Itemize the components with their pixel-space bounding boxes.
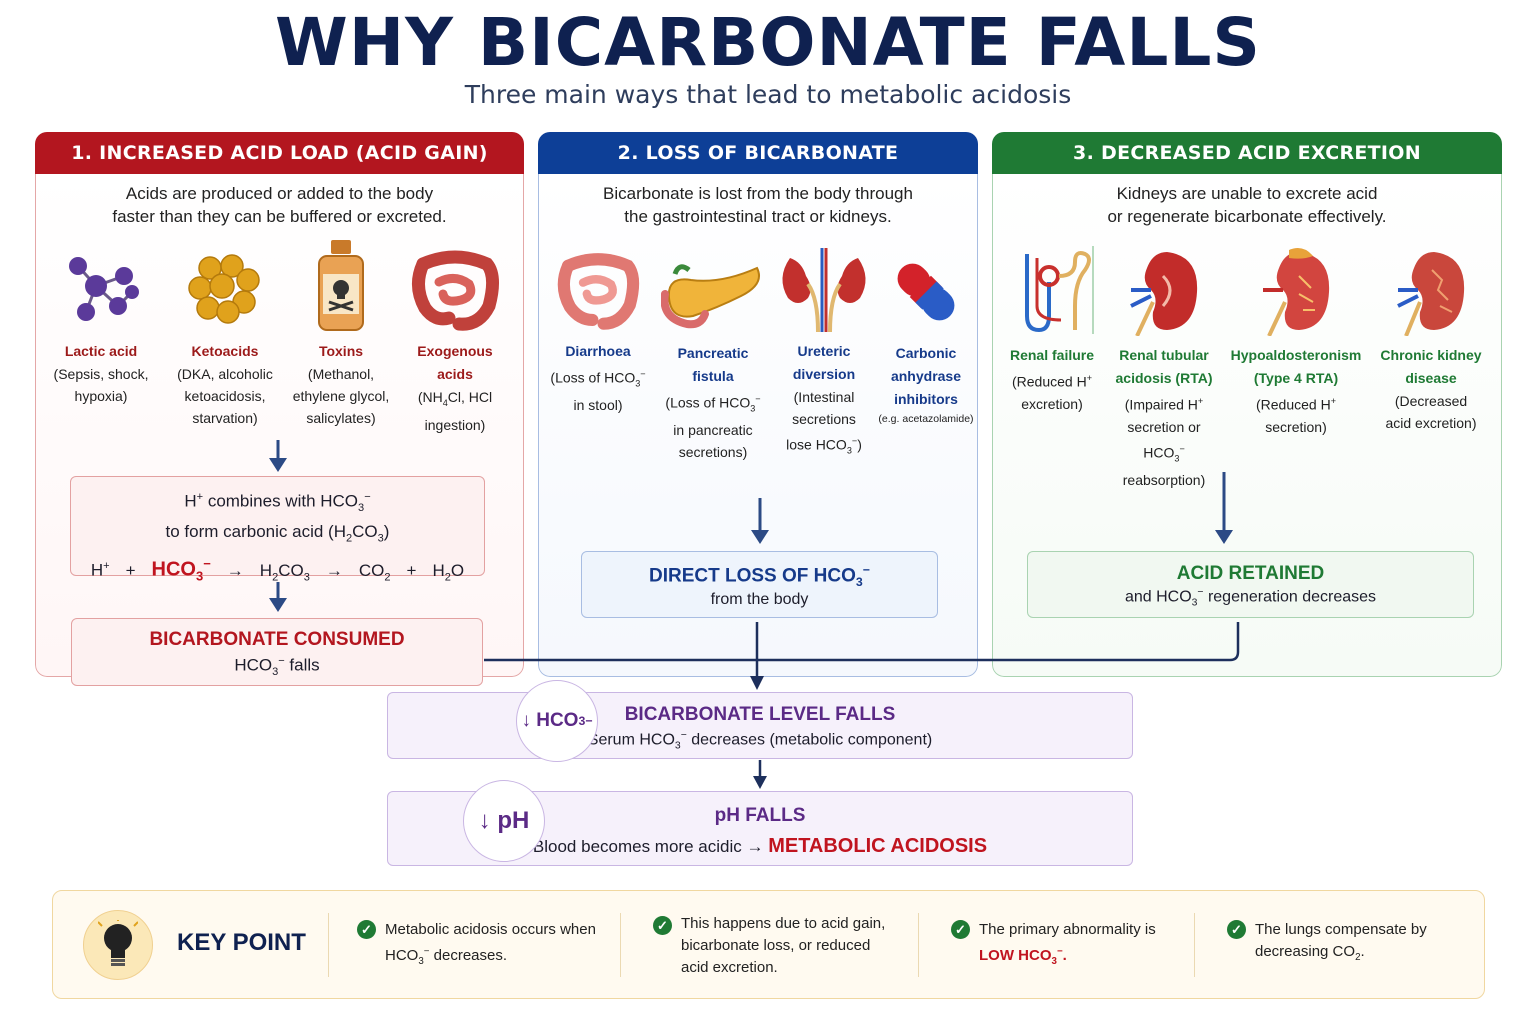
check-icon: ✓ — [951, 920, 970, 939]
arrow-down — [269, 440, 287, 472]
cause-pancreatic-fistula: Pancreatic fistula (Loss of HCO3− in pan… — [658, 254, 768, 463]
page-subtitle: Three main ways that lead to metabolic a… — [464, 80, 1072, 109]
cause-diarrhoea: Diarrhoea (Loss of HCO3− in stool) — [544, 246, 652, 416]
ph-down-badge: ↓ pH — [463, 780, 545, 862]
direct-loss-box: DIRECT LOSS OF HCO3− from the body — [581, 551, 938, 618]
reaction-box: H+ combines with HCO3− to form carbonic … — [70, 476, 485, 584]
kidney-adrenal-icon — [1263, 248, 1330, 336]
nephron-icon — [1025, 246, 1094, 334]
kidney-ureter-icon — [782, 248, 866, 333]
page-title: WHY BICARBONATE FALLS — [275, 4, 1261, 81]
cause-renal-tubular-acidosis: Renal tubular acidosis (RTA) (Impaired H… — [1106, 246, 1222, 491]
arrow-down — [751, 498, 769, 544]
cause-ureteric-diversion: Ureteric diversion (Intestinal secretion… — [772, 248, 876, 461]
arrow-down — [269, 582, 287, 612]
key-point-item: ✓ This happens due to acid gain,bicarbon… — [653, 891, 913, 1000]
intestine-icon — [557, 253, 640, 330]
bicarbonate-level-falls-box: BICARBONATE LEVEL FALLS Serum HCO3− decr… — [387, 692, 1133, 759]
key-point-label: KEY POINT — [177, 929, 306, 956]
column-header: 3. DECREASED ACID EXCRETION — [992, 132, 1502, 174]
cause-exogenous-acids: Exogenous acids (NH4Cl, HCl ingestion) — [398, 246, 512, 436]
kidney-icon — [1130, 252, 1198, 336]
capsule-icon — [897, 263, 955, 321]
reaction-equation: H+ + HCO3− → H2CO3 → CO2 + H2O — [90, 556, 465, 585]
cause-renal-failure: Renal failure (Reduced H+ excretion) — [1002, 246, 1102, 415]
arrow-down — [1215, 472, 1233, 544]
check-icon: ✓ — [357, 920, 376, 939]
intestine-icon — [412, 250, 499, 331]
pancreas-icon — [661, 264, 760, 329]
acid-retained-box: ACID RETAINED and HCO3− regeneration dec… — [1027, 551, 1474, 618]
cause-lactic-acid: Lactic acid (Sepsis, shock, hypoxia) — [48, 246, 154, 407]
cause-toxins: Toxins (Methanol, ethylene glycol, salic… — [285, 238, 397, 429]
kidney-damaged-icon — [1397, 252, 1465, 336]
ketone-cluster-icon — [188, 254, 260, 324]
column-description: Bicarbonate is lost from the body throug… — [603, 184, 913, 226]
cause-chronic-kidney-disease: Chronic kidney disease (Decreased acid e… — [1376, 246, 1486, 434]
check-icon: ✓ — [653, 916, 672, 935]
column-header: 2. LOSS OF BICARBONATE — [538, 132, 978, 174]
poison-bottle-icon — [318, 240, 364, 331]
key-point-panel: KEY POINT ✓ Metabolic acidosis occurs wh… — [52, 890, 1485, 999]
bicarbonate-consumed-box: BICARBONATE CONSUMED HCO3− falls — [71, 618, 483, 686]
molecule-icon — [69, 257, 139, 321]
column-header: 1. INCREASED ACID LOAD (ACID GAIN) — [35, 132, 524, 174]
cause-ketoacids: Ketoacids (DKA, alcoholic ketoacidosis, … — [170, 246, 280, 429]
lightbulb-icon — [83, 910, 153, 980]
cause-carbonic-anhydrase-inhibitors: Carbonic anhydrase inhibitors (e.g. acet… — [874, 254, 978, 427]
cause-hypoaldosteronism: Hypoaldosteronism (Type 4 RTA) (Reduced … — [1226, 246, 1366, 438]
check-icon: ✓ — [1227, 920, 1246, 939]
